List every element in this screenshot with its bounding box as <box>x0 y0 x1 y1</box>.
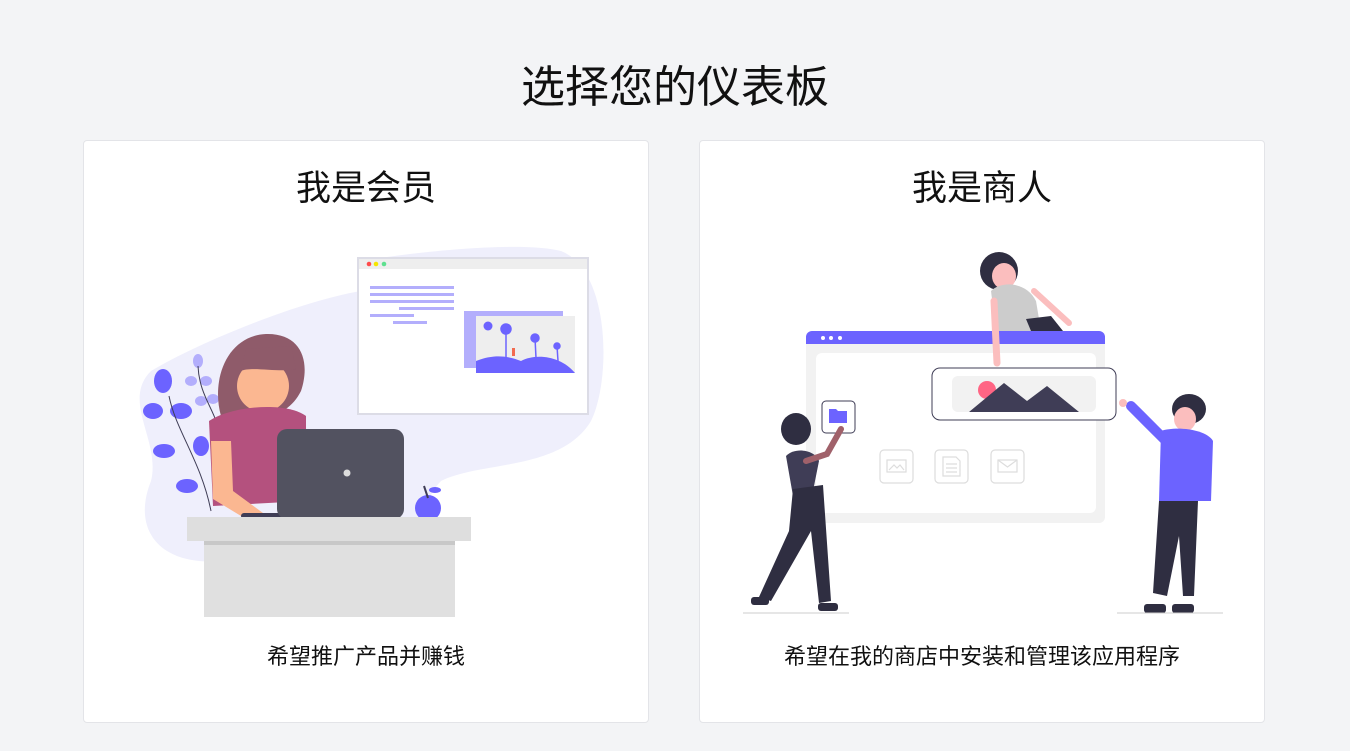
card-title: 我是商人 <box>911 169 1052 209</box>
page-title: 选择您的仪表板 <box>521 62 829 113</box>
team-building-webpage-illustration <box>743 252 1223 614</box>
card-description: 希望推广产品并赚钱 <box>266 645 465 670</box>
woman-at-laptop-illustration <box>139 246 604 617</box>
member-dashboard-card[interactable]: 我是会员 <box>83 140 649 723</box>
card-title: 我是会员 <box>295 169 436 209</box>
merchant-dashboard-card[interactable]: 我是商人 <box>699 140 1265 723</box>
card-description: 希望在我的商店中安装和管理该应用程序 <box>783 645 1180 670</box>
